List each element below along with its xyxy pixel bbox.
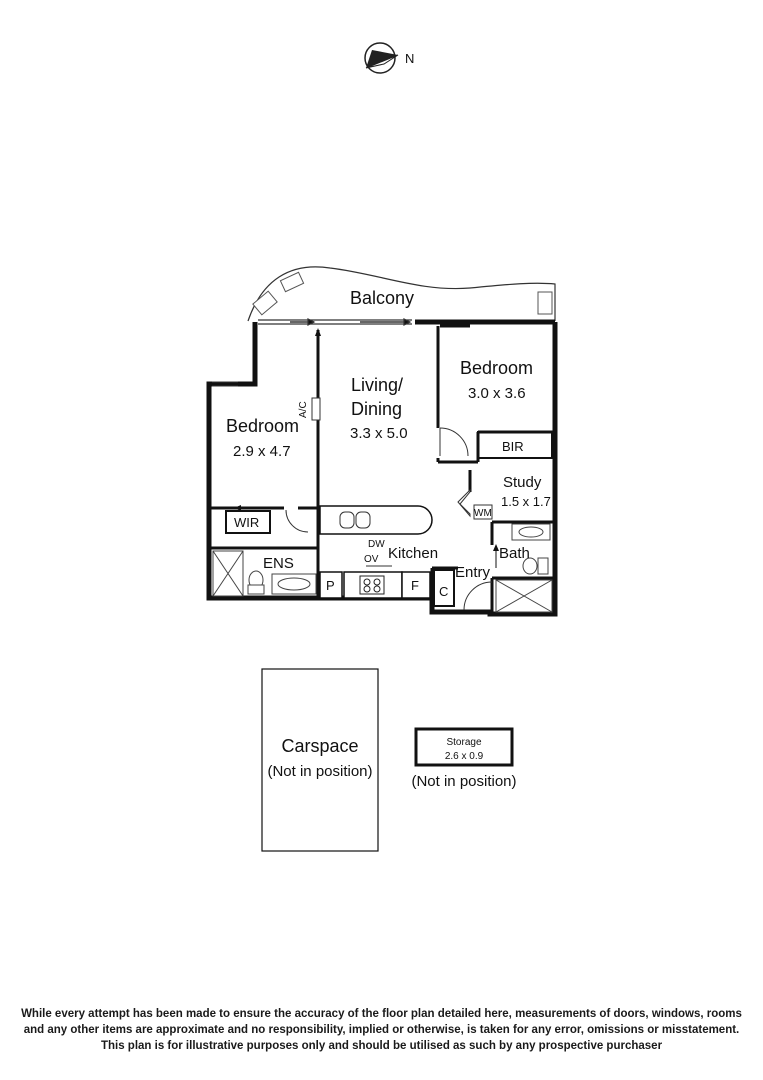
- storage-dims: 2.6 x 0.9: [445, 751, 484, 762]
- wir-label: WIR: [234, 515, 259, 530]
- carspace-label: Carspace: [281, 736, 358, 756]
- ac-unit: [311, 397, 321, 421]
- cooktop-icon: [359, 575, 385, 595]
- disclaimer-line: This plan is for illustrative purposes o…: [100, 1040, 663, 1052]
- kitchen-island: [319, 505, 433, 535]
- balcony-label: Balcony: [350, 288, 414, 308]
- bedroom-left-label: Bedroom: [226, 416, 299, 436]
- disclaimer-line: While every attempt has been made to ens…: [21, 1008, 742, 1020]
- study-dims: 1.5 x 1.7: [501, 494, 551, 509]
- study-label: Study: [503, 474, 542, 491]
- balcony-outline: [247, 266, 556, 322]
- bath-fixtures: [495, 523, 553, 613]
- kitchen-counter: [319, 571, 431, 599]
- carspace-note: (Not in position): [267, 763, 372, 780]
- floor-plan: N: [206, 42, 558, 852]
- compass-icon: [364, 42, 399, 74]
- ensuite-fixtures: [212, 550, 317, 597]
- arrow-icon: [493, 544, 499, 551]
- bedroom-window: [212, 381, 238, 387]
- bedroom-right-dims: 3.0 x 3.6: [468, 385, 526, 402]
- wir-box: [225, 510, 271, 534]
- sink-icon: [339, 511, 371, 529]
- living-dims: 3.3 x 5.0: [350, 425, 408, 442]
- wm-label: WM: [474, 508, 492, 519]
- bedroom-right-label: Bedroom: [460, 358, 533, 378]
- dw-label: DW: [368, 539, 385, 550]
- arrow-icon: [234, 505, 241, 511]
- balcony-sliding-doors: [258, 318, 412, 326]
- bir-label: BIR: [502, 439, 524, 454]
- entry-label: Entry: [455, 564, 491, 581]
- fridge-label: F: [411, 578, 419, 593]
- cupboard-box: [433, 569, 455, 607]
- ens-label: ENS: [263, 555, 294, 572]
- storage-note: (Not in position): [411, 773, 516, 790]
- cupboard-label: C: [439, 584, 448, 599]
- kitchen-label: Kitchen: [388, 545, 438, 562]
- bir-box: [477, 431, 553, 459]
- door-swings: [285, 427, 493, 611]
- ac-label: A/C: [298, 401, 309, 418]
- bath-label: Bath: [499, 545, 530, 562]
- compass-north-label: N: [405, 51, 414, 66]
- bedroom-left-dims: 2.9 x 4.7: [233, 443, 291, 460]
- ov-label: OV: [364, 554, 379, 565]
- disclaimer-line: and any other items are approximate and …: [23, 1024, 740, 1036]
- pantry-label: P: [326, 578, 335, 593]
- storage-box: [414, 727, 514, 767]
- carspace-box: [261, 668, 379, 852]
- storage-label: Storage: [446, 737, 481, 748]
- disclaimer: While every attempt has been made to ens…: [0, 1006, 763, 1054]
- living-label-2: Dining: [351, 399, 402, 419]
- living-label-1: Living/: [351, 375, 403, 395]
- balcony-planter: [252, 271, 553, 316]
- arrow-icon: [315, 328, 321, 336]
- laundry-fixtures: [457, 488, 493, 520]
